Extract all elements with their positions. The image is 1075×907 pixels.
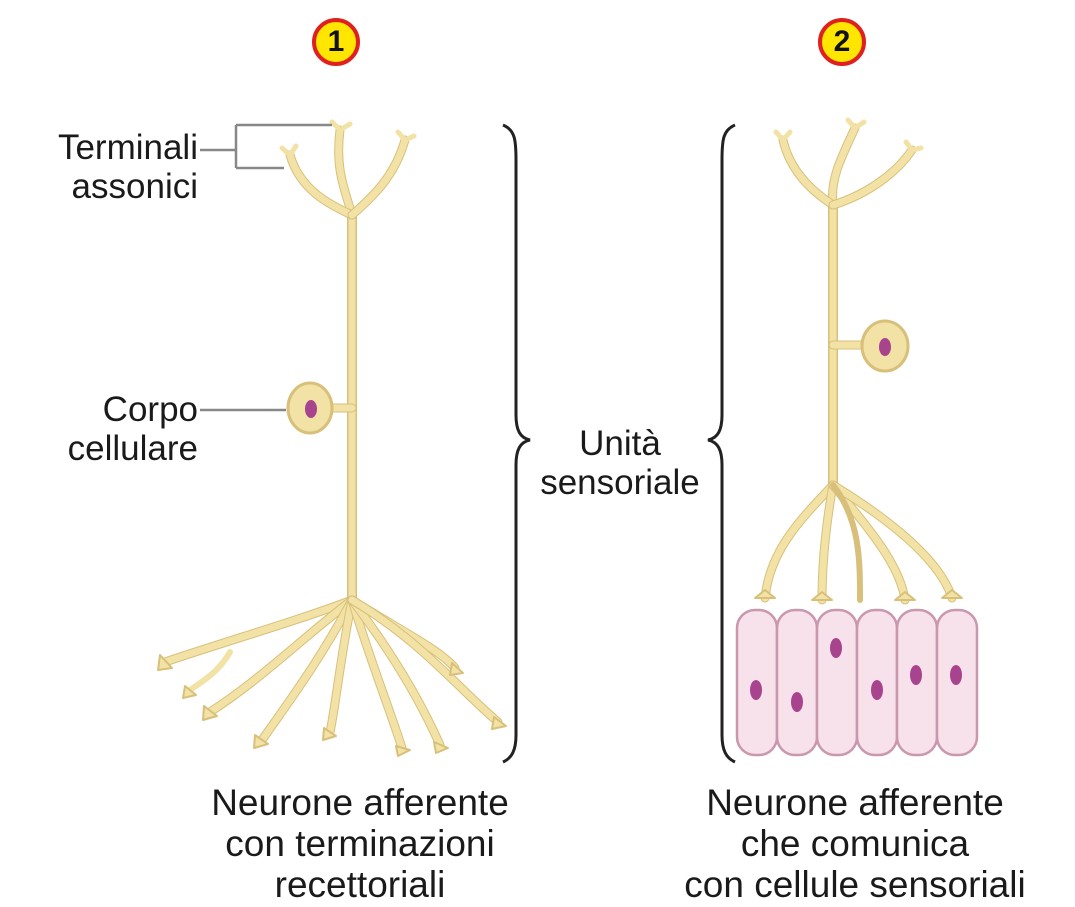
sensory-unit-label-line-2: sensoriale: [521, 463, 719, 502]
panel-1-caption-line-1: Neurone afferente: [160, 782, 560, 823]
axon-terminals-label: Terminali assonici: [10, 128, 198, 206]
sensory-cells: [737, 610, 977, 755]
panel-2-caption-line-2: che comunica: [645, 823, 1065, 864]
panel-2-caption-line-3: con cellule sensoriali: [645, 864, 1065, 905]
panel-2-number-badge: 2: [818, 18, 866, 66]
panel-1-number-badge: 1: [312, 18, 360, 66]
panel-1-caption-line-2: con terminazioni: [160, 823, 560, 864]
cell-body-label-line-2: cellulare: [10, 429, 198, 468]
axon-terminals-label-line-2: assonici: [10, 167, 198, 206]
axon-terminals-1: [282, 122, 414, 215]
axon-terminals-label-line-1: Terminali: [10, 128, 198, 167]
panel-2-caption-line-1: Neurone afferente: [645, 782, 1065, 823]
cell-body-label: Corpo cellulare: [10, 390, 198, 468]
afferent-neuron-1: [158, 122, 506, 756]
leader-lines: [200, 125, 332, 410]
cell-body-label-line-1: Corpo: [10, 390, 198, 429]
axon-terminals-2: [776, 120, 921, 205]
sensory-unit-label-line-1: Unità: [521, 424, 719, 463]
afferent-neuron-2: [755, 120, 962, 600]
receptor-branches-2: [765, 485, 952, 600]
cell-body-1: [288, 383, 332, 433]
cell-body-2: [862, 321, 908, 371]
sensory-unit-label: Unità sensoriale: [521, 424, 719, 502]
panel-1-caption-line-3: recettoriali: [160, 864, 560, 905]
receptor-endings-1: [165, 600, 498, 748]
panel-2-caption: Neurone afferente che comunica con cellu…: [645, 782, 1065, 905]
panel-1-caption: Neurone afferente con terminazioni recet…: [160, 782, 560, 905]
